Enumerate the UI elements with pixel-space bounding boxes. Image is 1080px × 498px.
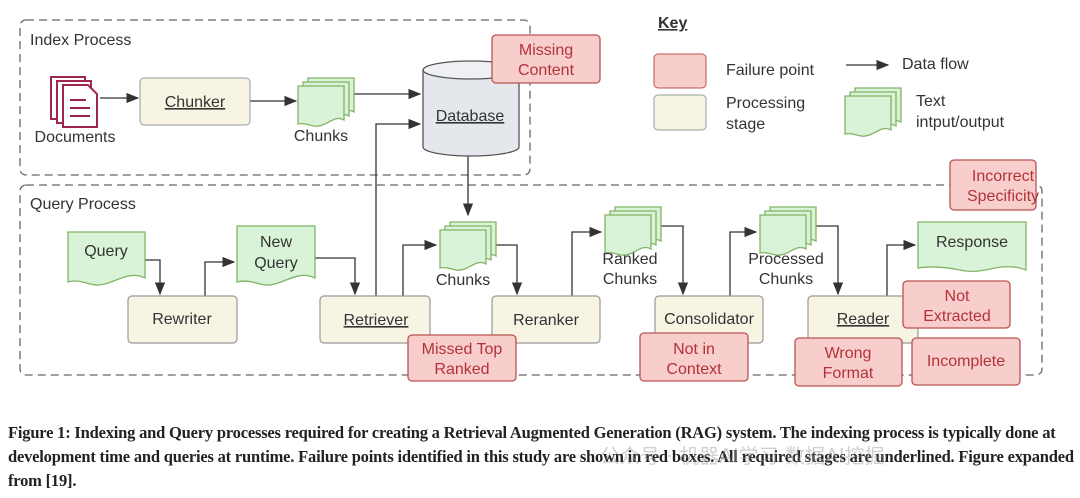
response-doc: Response xyxy=(917,221,1027,272)
chunks-icon xyxy=(298,78,354,126)
svg-text:Context: Context xyxy=(666,361,722,378)
svg-text:Response: Response xyxy=(936,234,1008,251)
processed-chunks-label-2: Chunks xyxy=(759,271,813,288)
svg-text:Chunker: Chunker xyxy=(165,94,226,111)
svg-text:Ranked: Ranked xyxy=(434,361,489,378)
documents-label: Documents xyxy=(35,129,116,146)
svg-text:Not: Not xyxy=(945,288,970,305)
svg-text:Format: Format xyxy=(823,365,874,382)
chunks-label: Chunks xyxy=(294,128,348,145)
svg-text:Not in: Not in xyxy=(673,341,715,358)
figure-caption: Figure 1: Indexing and Query processes r… xyxy=(8,423,1074,490)
query-process-label: Query Process xyxy=(30,196,136,213)
svg-text:Specificity: Specificity xyxy=(967,188,1039,205)
svg-text:Reranker: Reranker xyxy=(513,312,579,329)
svg-text:New: New xyxy=(260,234,292,251)
ranked-chunks-icon xyxy=(605,207,661,255)
svg-text:Wrong: Wrong xyxy=(825,345,872,362)
svg-text:Reader: Reader xyxy=(837,311,890,328)
svg-text:Content: Content xyxy=(518,62,575,79)
key-stage-label-1: Processing xyxy=(726,95,805,112)
key-stage-swatch xyxy=(653,94,707,131)
watermark: 公众号 · 机器AI学习 数据AI挖掘 xyxy=(600,444,885,468)
key-text-label-1: Text xyxy=(916,93,946,110)
key-text-label-2: intput/output xyxy=(916,114,1005,131)
index-process-group xyxy=(19,19,531,176)
documents-icon xyxy=(50,76,98,128)
svg-text:Database: Database xyxy=(436,108,505,125)
query-chunks-label: Chunks xyxy=(436,272,490,289)
failure-not-in-context: Not in Context xyxy=(639,332,749,382)
ranked-chunks-label-1: Ranked xyxy=(602,251,657,268)
svg-text:Incorrect: Incorrect xyxy=(972,168,1035,185)
svg-text:Missed Top: Missed Top xyxy=(422,341,503,358)
chunker-stage: Chunker xyxy=(139,77,251,126)
failure-incomplete: Incomplete xyxy=(911,337,1021,386)
processed-chunks-icon xyxy=(760,207,816,255)
key-data-flow-label: Data flow xyxy=(902,56,969,73)
consolidator-stage: Consolidator xyxy=(654,295,764,344)
query-chunks-icon xyxy=(440,222,496,270)
reranker-stage: Reranker xyxy=(491,295,601,344)
svg-text:Extracted: Extracted xyxy=(923,308,991,325)
rewriter-stage: Rewriter xyxy=(127,295,238,344)
svg-text:Query: Query xyxy=(84,243,128,260)
key-title: Key xyxy=(658,15,687,32)
key-text-icon xyxy=(845,88,901,136)
key-stage-label-2: stage xyxy=(726,116,765,133)
svg-text:Consolidator: Consolidator xyxy=(664,311,755,328)
retriever-stage: Retriever xyxy=(319,295,431,344)
query-process-group xyxy=(19,184,1043,376)
key-failure-swatch xyxy=(653,53,707,89)
ranked-chunks-label-2: Chunks xyxy=(603,271,657,288)
rag-diagram: Index Process Query Process Documents Ch… xyxy=(19,15,1043,387)
svg-text:Missing: Missing xyxy=(519,42,573,59)
query-doc: Query xyxy=(67,231,146,286)
svg-text:Incomplete: Incomplete xyxy=(927,353,1005,370)
processed-chunks-label-1: Processed xyxy=(748,251,824,268)
key-failure-label: Failure point xyxy=(726,62,815,79)
index-process-label: Index Process xyxy=(30,32,131,49)
svg-text:Retriever: Retriever xyxy=(344,312,410,329)
svg-text:Rewriter: Rewriter xyxy=(152,311,212,328)
svg-text:Query: Query xyxy=(254,255,298,272)
data-flow-arrows xyxy=(100,59,917,296)
reader-stage: Reader xyxy=(807,295,919,344)
